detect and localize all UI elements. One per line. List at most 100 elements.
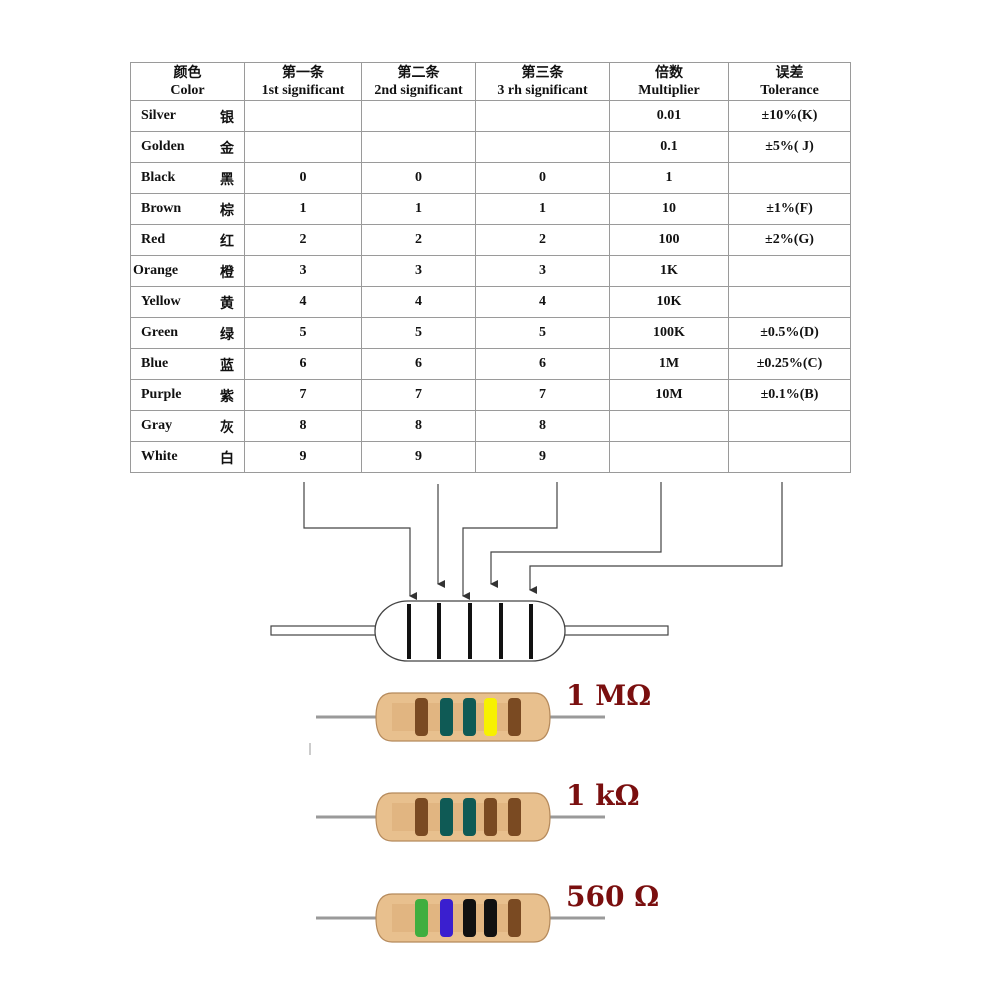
color-name-cell: Orange 橙 [130, 255, 245, 287]
resistance-value-label: 1 MΩ [566, 679, 651, 712]
first-digit-cell: 8 [244, 410, 362, 442]
color-band-2 [440, 698, 453, 736]
second-digit-cell: 8 [361, 410, 476, 442]
color-name-en: Blue [141, 356, 169, 371]
first-digit-cell: 5 [244, 317, 362, 349]
color-name-en: Purple [141, 387, 182, 402]
schematic-lead-right [560, 625, 669, 636]
color-name-en: Black [141, 170, 176, 185]
resistor-body-shade [392, 904, 520, 932]
color-band-3 [463, 698, 476, 736]
connector-tolerance [529, 482, 783, 594]
multiplier-cell: 10K [609, 286, 729, 318]
example-resistor-2: 1 kΩ [316, 779, 640, 842]
resistor-body-shade [392, 803, 520, 831]
color-band-2 [440, 899, 453, 937]
color-band-1 [415, 698, 428, 736]
example-resistor-1: 1 MΩ [316, 679, 651, 742]
color-band-4 [484, 698, 497, 736]
tolerance-cell [728, 255, 851, 287]
color-name-cell: Brown 棕 [130, 193, 245, 225]
color-name-zh: 棕 [220, 204, 234, 219]
color-name-zh: 橙 [220, 266, 234, 281]
color-name-zh: 绿 [220, 328, 234, 343]
first-digit-cell: 9 [244, 441, 362, 473]
color-name-en: Yellow [141, 294, 181, 309]
second-digit-cell: 7 [361, 379, 476, 411]
color-name-cell: Blue 蓝 [130, 348, 245, 380]
resistance-value-label: 560 Ω [566, 880, 659, 913]
connector-multiplier [490, 482, 662, 588]
third-digit-cell: 2 [475, 224, 610, 256]
second-digit-cell [361, 100, 476, 132]
multiplier-cell: 0.01 [609, 100, 729, 132]
first-digit-cell [244, 131, 362, 163]
second-digit-cell: 4 [361, 286, 476, 318]
color-name-zh: 紫 [220, 390, 234, 405]
color-band-1 [415, 899, 428, 937]
tolerance-cell: ±5%( J) [728, 131, 851, 163]
second-digit-cell: 6 [361, 348, 476, 380]
color-name-en: Golden [141, 139, 185, 154]
second-digit-cell: 3 [361, 255, 476, 287]
connector-third-significant [462, 482, 558, 600]
color-name-zh: 黑 [220, 173, 234, 188]
multiplier-cell [609, 441, 729, 473]
third-digit-cell: 9 [475, 441, 610, 473]
color-name-en: Orange [133, 263, 179, 278]
example-resistor-3: 560 Ω [316, 880, 659, 943]
color-name-cell: Golden 金 [130, 131, 245, 163]
color-name-en: Silver [141, 108, 176, 123]
color-name-zh: 灰 [220, 421, 234, 436]
second-digit-cell [361, 131, 476, 163]
color-name-cell: Green 绿 [130, 317, 245, 349]
color-name-en: White [141, 449, 178, 464]
multiplier-cell: 100K [609, 317, 729, 349]
color-band-2 [440, 798, 453, 836]
multiplier-cell: 10M [609, 379, 729, 411]
second-digit-cell: 0 [361, 162, 476, 194]
second-digit-cell: 9 [361, 441, 476, 473]
color-name-zh: 黄 [220, 297, 234, 312]
color-band-4 [484, 798, 497, 836]
color-name-cell: Purple 紫 [130, 379, 245, 411]
multiplier-cell: 1K [609, 255, 729, 287]
first-digit-cell [244, 100, 362, 132]
color-band-1 [415, 798, 428, 836]
tolerance-cell: ±10%(K) [728, 100, 851, 132]
third-digit-cell: 4 [475, 286, 610, 318]
color-name-en: Brown [141, 201, 182, 216]
second-digit-cell: 5 [361, 317, 476, 349]
tolerance-cell: ±1%(F) [728, 193, 851, 225]
connector-first-significant [303, 482, 417, 600]
second-digit-cell: 2 [361, 224, 476, 256]
color-band-5 [508, 698, 521, 736]
color-name-en: Gray [141, 418, 173, 433]
tolerance-cell: ±2%(G) [728, 224, 851, 256]
color-name-zh: 白 [220, 452, 234, 467]
tolerance-cell [728, 441, 851, 473]
color-band-5 [508, 798, 521, 836]
color-name-zh: 蓝 [220, 359, 234, 374]
color-name-en: Green [141, 325, 179, 340]
color-name-zh: 金 [220, 142, 234, 157]
color-name-en: Red [141, 232, 166, 247]
color-band-3 [463, 899, 476, 937]
